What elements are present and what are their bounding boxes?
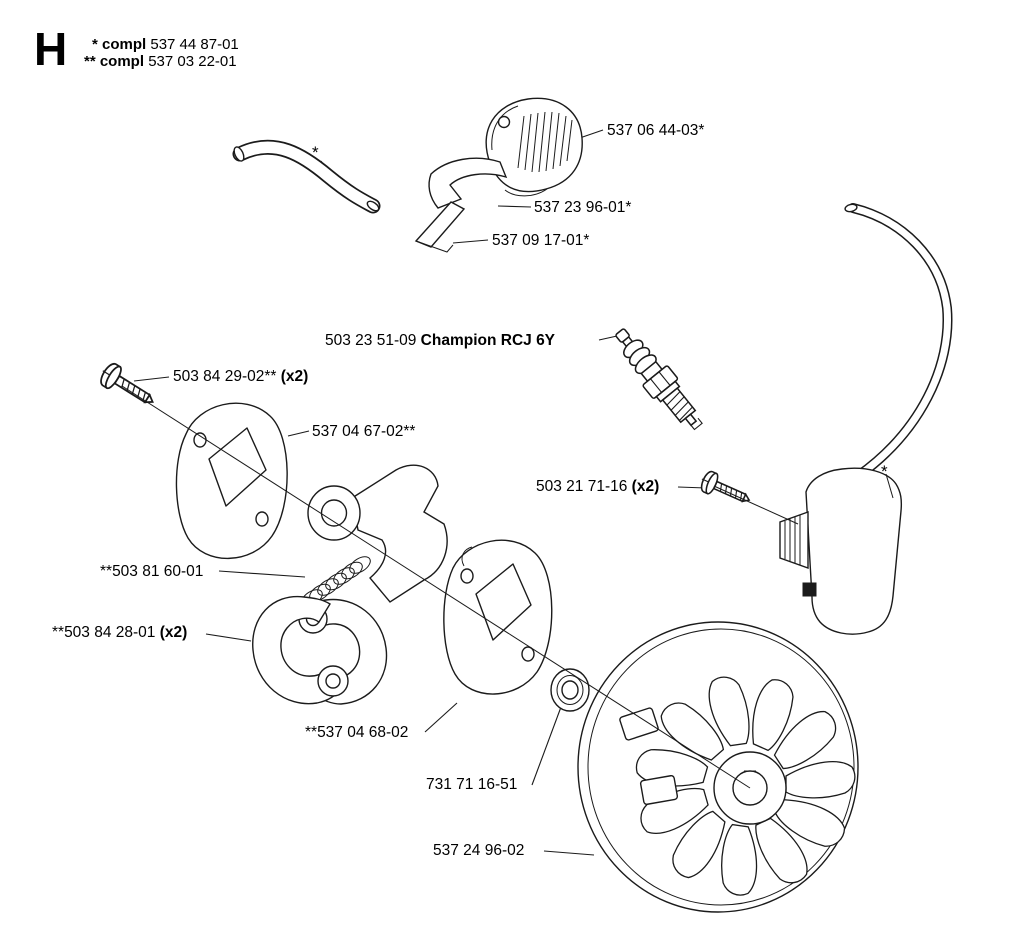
ignition-wire-drawing (844, 203, 953, 481)
label-muffler-cover: 537 06 44-03* (607, 122, 704, 140)
label-module-screw: 503 21 71-16 (x2) (536, 478, 659, 496)
bracket-part-number: 537 09 17-01* (492, 232, 590, 249)
clutch-shoes-drawing (252, 595, 388, 705)
clutch-screw-drawing (95, 359, 161, 414)
spring-part-number: **503 81 60-01 (100, 563, 204, 580)
leader-lines (133, 129, 707, 856)
clutch-screw-part-number: 503 84 29-02** (173, 368, 277, 385)
flywheel-fins (635, 676, 856, 896)
muffler-cover-drawing (485, 97, 583, 197)
clutch-shoe-part-number: **503 84 28-01 (52, 624, 156, 641)
note2-prefix: ** compl (84, 53, 145, 70)
label-fuel-hose-marker: * (312, 143, 319, 163)
label-clutch-screw: 503 84 29-02** (x2) (173, 368, 308, 386)
washer-part-number: 731 71 16-51 (426, 776, 518, 793)
deflector-drawing (428, 157, 508, 209)
header-note-2: ** compl 537 03 22-01 (84, 53, 237, 70)
label-spring: **503 81 60-01 (100, 563, 203, 581)
label-spark-plug: 503 23 51-09 Champion RCJ 6Y (325, 332, 555, 350)
module-screw-drawing (696, 468, 755, 511)
deflector-part-number: 537 23 96-01* (534, 199, 632, 216)
header-note-1: * compl 537 44 87-01 (92, 36, 239, 53)
clutch-cover-plate-rear-drawing (443, 539, 553, 695)
label-clutch-plate-rear: **537 04 68-02 (305, 724, 408, 742)
note2-number: 537 03 22-01 (148, 53, 237, 70)
label-clutch-shoes: **503 84 28-01 (x2) (52, 624, 187, 642)
label-washer: 731 71 16-51 (426, 776, 517, 794)
note1-prefix: * compl (92, 36, 147, 53)
clutch-plate-front-part-number: 537 04 67-02** (312, 423, 416, 440)
clutch-screw-quantity: (x2) (280, 368, 309, 385)
flywheel-part-number: 537 24 96-02 (433, 842, 525, 859)
label-deflector: 537 23 96-01* (534, 199, 631, 217)
label-ignition-module-marker: * (881, 462, 888, 482)
muffler-cover-part-number: 537 06 44-03* (607, 122, 705, 139)
module-screw-part-number: 503 21 71-16 (536, 478, 628, 495)
clutch-cover-plate-front-drawing (175, 402, 288, 560)
bracket-drawing (414, 201, 466, 253)
module-screw-quantity: (x2) (631, 478, 660, 495)
spark-plug-drawing (615, 328, 703, 431)
label-bracket: 537 09 17-01* (492, 232, 589, 250)
axis-lines (121, 385, 799, 789)
clutch-shoe-quantity: (x2) (159, 624, 188, 641)
spark-plug-model: Champion RCJ 6Y (420, 332, 556, 349)
clutch-plate-rear-part-number: **537 04 68-02 (305, 724, 409, 741)
section-letter: H (34, 23, 69, 75)
ignition-module-footnote-marker: * (881, 462, 888, 481)
label-flywheel: 537 24 96-02 (433, 842, 524, 860)
clutch-hub-drawing (307, 464, 448, 603)
label-clutch-plate-front: 537 04 67-02** (312, 423, 415, 441)
ignition-module-drawing (779, 467, 903, 635)
fuel-hose-drawing (232, 139, 381, 214)
fuel-hose-footnote-marker: * (312, 143, 319, 162)
spark-plug-part-number: 503 23 51-09 (325, 332, 417, 349)
washer-drawing (550, 668, 590, 712)
note1-number: 537 44 87-01 (150, 36, 239, 53)
